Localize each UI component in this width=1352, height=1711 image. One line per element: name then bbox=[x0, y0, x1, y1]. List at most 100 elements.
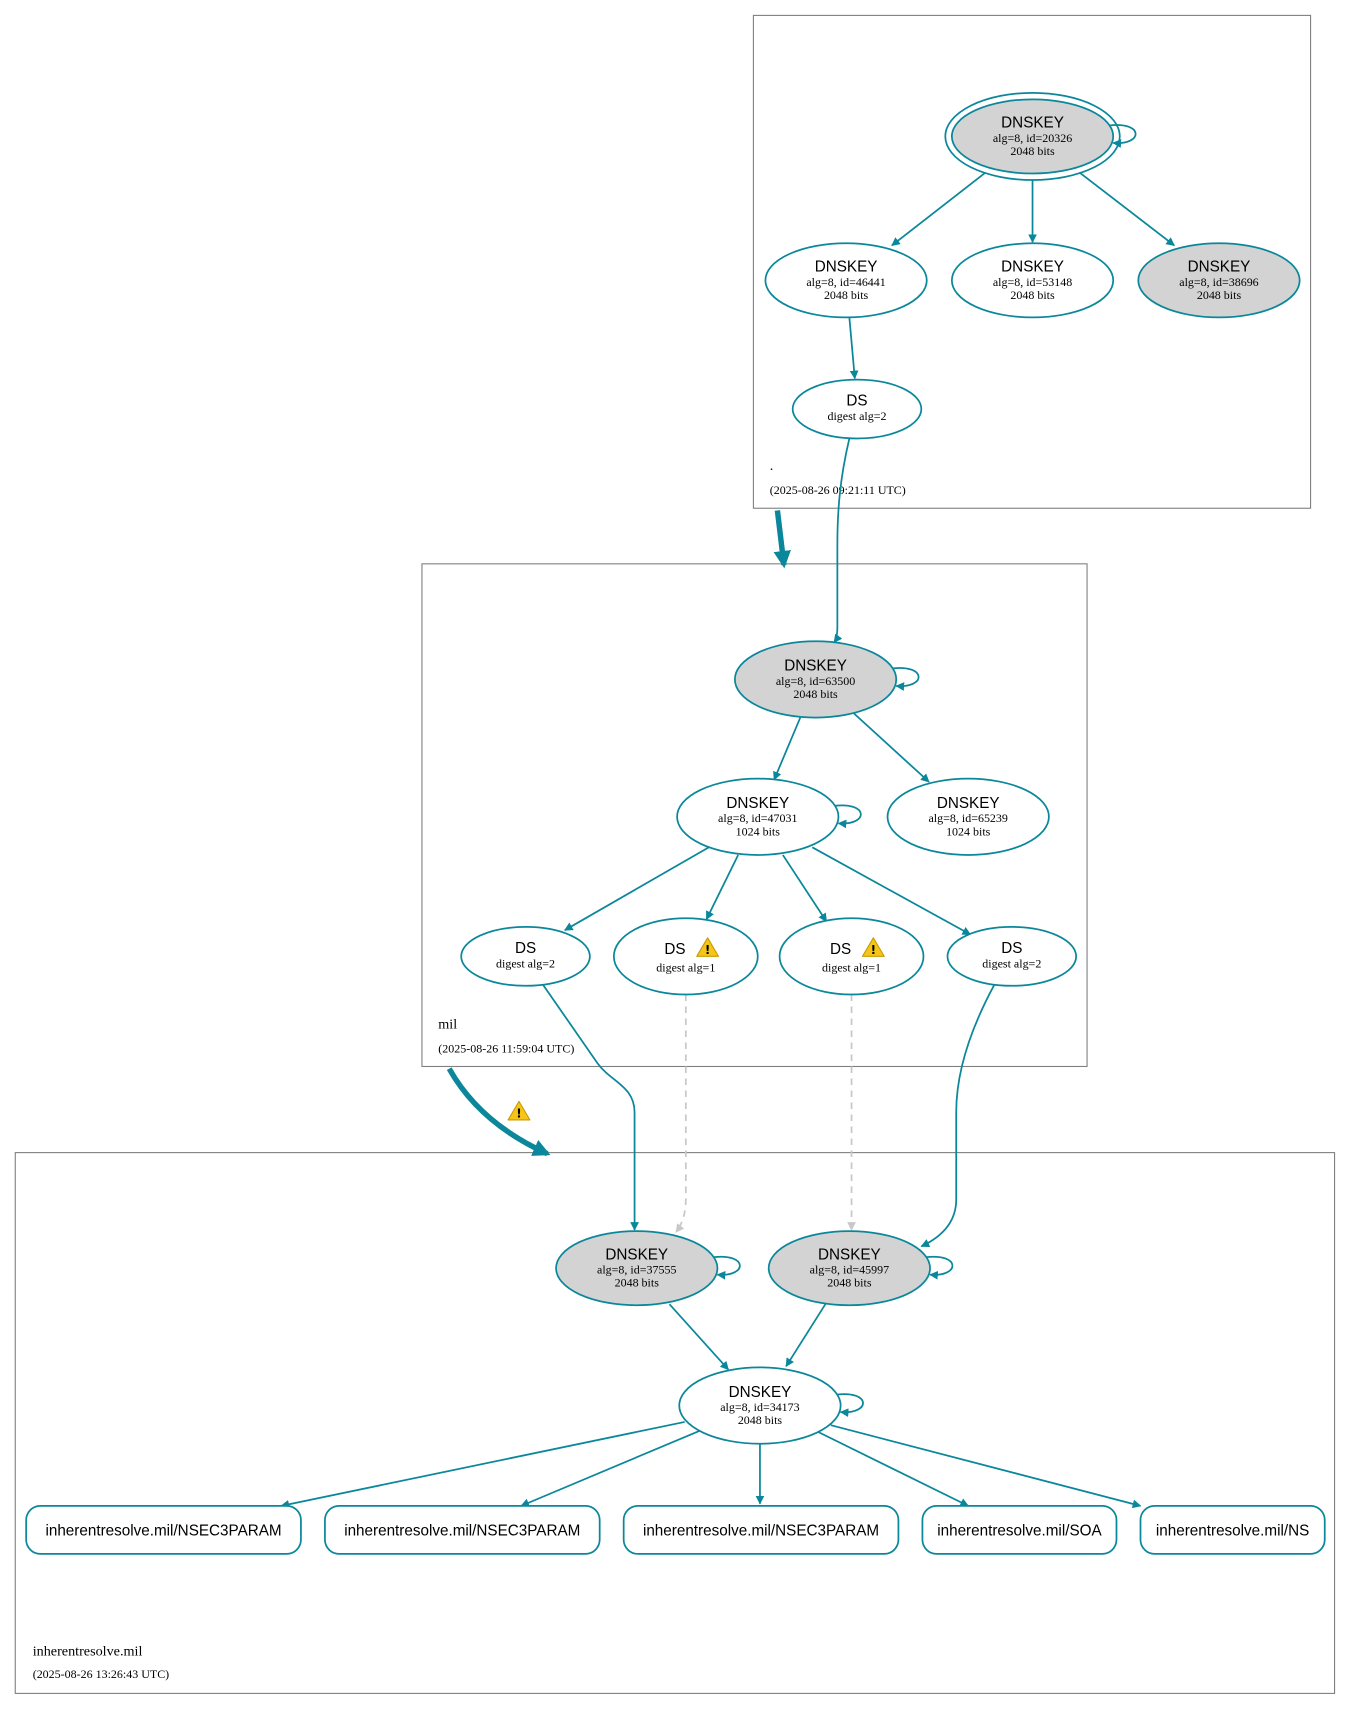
edge-b3-r4 bbox=[830, 1424, 1142, 1509]
rrset-node[interactable]: inherentresolve.mil/NS bbox=[1139, 1505, 1326, 1555]
node-key-size: 2048 bits bbox=[738, 1413, 783, 1427]
node-digest: digest alg=2 bbox=[827, 409, 886, 423]
node-type: DS bbox=[515, 940, 536, 957]
edge-n5-m1 bbox=[833, 438, 851, 644]
rrset-node[interactable]: inherentresolve.mil/NSEC3PARAM bbox=[622, 1505, 900, 1555]
node-type: DNSKEY bbox=[1001, 259, 1064, 276]
edge-n1-n1 bbox=[1108, 124, 1137, 148]
node-type: DS bbox=[1001, 940, 1022, 957]
node-type: DNSKEY bbox=[1188, 259, 1251, 276]
edge-b3-r3 bbox=[817, 1430, 969, 1507]
zone-inherentresolve bbox=[14, 1152, 1336, 1694]
node-key-id: alg=8, id=20326 bbox=[993, 131, 1072, 145]
svg-text:!: ! bbox=[871, 943, 876, 957]
rrset-label: inherentresolve.mil/NSEC3PARAM bbox=[45, 1522, 281, 1539]
node-key-id: alg=8, id=63500 bbox=[776, 674, 855, 688]
ds-warning-icon: ! bbox=[696, 937, 720, 957]
node-type: DNSKEY bbox=[605, 1246, 668, 1263]
zone-root-timestamp: (2025-08-26 09:21:11 UTC) bbox=[770, 483, 906, 497]
edge-b2-b2 bbox=[925, 1255, 954, 1280]
node-key-id: alg=8, id=46441 bbox=[806, 275, 885, 289]
zone-mil-timestamp: (2025-08-26 11:59:04 UTC) bbox=[438, 1041, 574, 1055]
zone-inherentresolve-name: inherentresolve.mil bbox=[33, 1643, 143, 1659]
zone-inherentresolve-timestamp: (2025-08-26 13:26:43 UTC) bbox=[33, 1667, 169, 1681]
node-key-id: alg=8, id=65239 bbox=[928, 811, 1007, 825]
node-key-size: 1024 bits bbox=[736, 824, 781, 838]
edge-m2-m2 bbox=[833, 804, 862, 829]
delegation-mil-inherentresolve bbox=[446, 1067, 551, 1157]
edge-d4-b2 bbox=[920, 984, 996, 1248]
rrset-label: inherentresolve.mil/NSEC3PARAM bbox=[344, 1522, 580, 1539]
edge-d1-b1 bbox=[542, 984, 639, 1231]
rrset-node[interactable]: inherentresolve.mil/NSEC3PARAM bbox=[25, 1505, 302, 1555]
edge-b1-b1 bbox=[712, 1255, 741, 1280]
edge-m2-d1 bbox=[564, 846, 710, 931]
node-digest: digest alg=2 bbox=[496, 956, 555, 970]
node-key-size: 2048 bits bbox=[1010, 288, 1055, 302]
edge-m1-m3 bbox=[853, 712, 930, 783]
ds-warning-icon: ! bbox=[861, 937, 885, 957]
edge-b3-r0 bbox=[280, 1421, 685, 1509]
zone-root bbox=[752, 14, 1312, 509]
node-key-size: 2048 bits bbox=[824, 288, 869, 302]
rrset-node[interactable]: inherentresolve.mil/NSEC3PARAM bbox=[324, 1505, 601, 1555]
rrset-node[interactable]: inherentresolve.mil/SOA bbox=[921, 1505, 1118, 1555]
node-type: DNSKEY bbox=[937, 795, 1000, 812]
node-key-size: 2048 bits bbox=[1197, 288, 1242, 302]
svg-text:!: ! bbox=[516, 1107, 521, 1121]
rrset-label: inherentresolve.mil/SOA bbox=[937, 1522, 1102, 1539]
node-type: DNSKEY bbox=[784, 658, 847, 675]
zone-mil bbox=[421, 563, 1088, 1068]
zone-root-name: . bbox=[770, 458, 774, 474]
node-key-size: 2048 bits bbox=[793, 687, 838, 701]
delegation-root-mil bbox=[773, 510, 791, 569]
edge-m2-d2 bbox=[705, 854, 739, 921]
node-key-id: alg=8, id=38696 bbox=[1179, 275, 1258, 289]
edge-b1-b3 bbox=[668, 1303, 729, 1371]
node-type: DNSKEY bbox=[815, 259, 878, 276]
edge-b2-b3 bbox=[785, 1303, 827, 1368]
svg-text:!: ! bbox=[705, 943, 710, 957]
node-type: DNSKEY bbox=[726, 795, 789, 812]
node-key-size: 2048 bits bbox=[1010, 144, 1055, 158]
node-type: DS bbox=[846, 393, 867, 410]
edge-b3-r1 bbox=[520, 1429, 701, 1507]
node-key-id: alg=8, id=47031 bbox=[718, 811, 797, 825]
edge-m2-d3 bbox=[782, 854, 828, 923]
node-key-size: 1024 bits bbox=[946, 824, 991, 838]
node-digest: digest alg=2 bbox=[982, 956, 1041, 970]
edge-m1-m1 bbox=[891, 667, 920, 691]
node-key-size: 2048 bits bbox=[615, 1276, 660, 1290]
node-key-id: alg=8, id=37555 bbox=[597, 1263, 676, 1277]
node-key-id: alg=8, id=34173 bbox=[720, 1400, 799, 1414]
edge-n2-n5 bbox=[848, 317, 859, 380]
zone-mil-name: mil bbox=[438, 1016, 457, 1032]
node-key-id: alg=8, id=53148 bbox=[993, 275, 1072, 289]
edge-m1-m2 bbox=[773, 717, 802, 781]
delegation-warning-icon: ! bbox=[507, 1100, 531, 1121]
node-type: DNSKEY bbox=[729, 1384, 792, 1401]
edge-n1-n2 bbox=[891, 171, 987, 247]
edge-m2-d4 bbox=[811, 846, 972, 936]
edge-b3-b3 bbox=[836, 1393, 864, 1418]
rrset-label: inherentresolve.mil/NSEC3PARAM bbox=[643, 1522, 879, 1539]
node-digest: digest alg=1 bbox=[822, 961, 881, 975]
node-key-id: alg=8, id=45997 bbox=[810, 1263, 889, 1277]
node-key-size: 2048 bits bbox=[827, 1276, 872, 1290]
